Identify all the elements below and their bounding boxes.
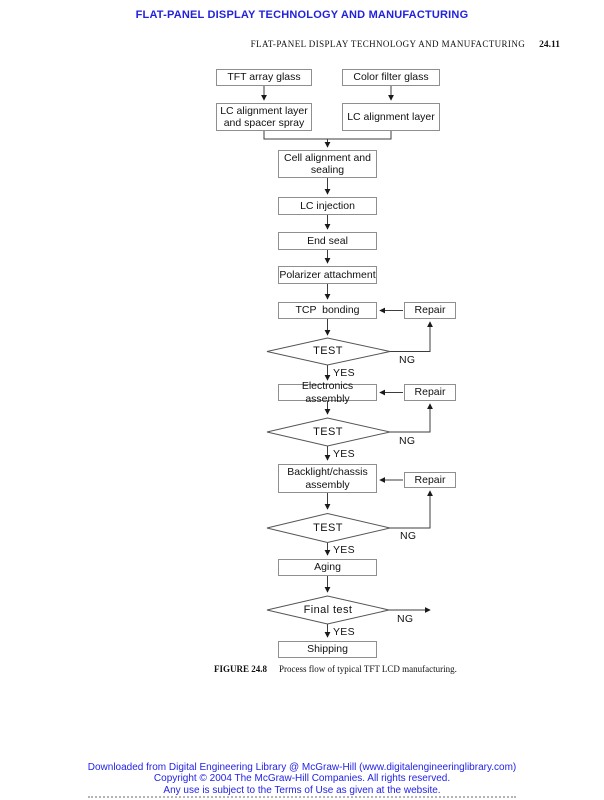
figure-caption-label: FIGURE 24.8 — [214, 664, 268, 674]
node-shipping: Shipping — [278, 641, 377, 658]
decision-diamond-test3 — [266, 512, 391, 544]
node-cell-alignment-sealing: Cell alignment and sealing — [278, 150, 377, 178]
figure-caption-text: Process flow of typical TFT LCD manufact… — [279, 664, 457, 674]
edge-label-yes-1: YES — [333, 367, 355, 379]
edge-label-yes-4: YES — [333, 626, 355, 638]
node-color-filter-glass: Color filter glass — [342, 69, 440, 86]
node-lc-alignment: LC alignment layer — [342, 103, 440, 131]
figure-caption: FIGURE 24.8 Process flow of typical TFT L… — [214, 664, 457, 674]
node-tft-array-glass: TFT array glass — [216, 69, 312, 86]
footer-notice: Downloaded from Digital Engineering Libr… — [0, 762, 604, 796]
node-repair-2: Repair — [404, 384, 456, 401]
node-polarizer-attachment: Polarizer attachment — [278, 266, 377, 284]
node-electronics-assembly: Electronics assembly — [278, 380, 377, 405]
node-end-seal: End seal — [278, 232, 377, 250]
running-head: FLAT-PANEL DISPLAY TECHNOLOGY AND MANUFA… — [0, 39, 560, 50]
node-lc-alignment-spacer: LC alignment layer and spacer spray — [216, 103, 312, 131]
decision-diamond-test1 — [266, 337, 391, 366]
node-repair-1: Repair — [404, 302, 456, 319]
footer-line-1: Downloaded from Digital Engineering Libr… — [87, 762, 517, 773]
decision-diamond-finaltest — [266, 595, 390, 625]
footer-line-3: Any use is subject to the Terms of Use a… — [163, 784, 441, 796]
edge-label-yes-3: YES — [333, 544, 355, 556]
decision-test3-label: TEST — [313, 522, 343, 534]
node-aging: Aging — [278, 559, 377, 576]
line-test2-ng-to-repair2 — [390, 403, 433, 433]
decision-test1-label: TEST — [313, 345, 343, 357]
edge-label-yes-2: YES — [333, 448, 355, 460]
edge-label-ng-2: NG — [399, 435, 416, 447]
scan-artifact-line — [88, 796, 516, 798]
page-number: 24.11 — [539, 40, 560, 50]
edge-label-ng-1: NG — [399, 354, 416, 366]
running-head-text: FLAT-PANEL DISPLAY TECHNOLOGY AND MANUFA… — [250, 39, 526, 49]
node-repair-3: Repair — [404, 472, 456, 488]
node-lc-injection: LC injection — [278, 197, 377, 215]
decision-finaltest-label: Final test — [303, 604, 353, 616]
node-tcp-bonding: TCP bonding — [278, 302, 377, 319]
decision-diamond-test2 — [266, 417, 391, 447]
node-backlight-chassis: Backlight/chassis assembly — [278, 464, 377, 493]
edge-label-ng-4: NG — [397, 613, 414, 625]
edge-label-ng-3: NG — [400, 530, 417, 542]
line-test3-ng-to-repair3 — [390, 490, 433, 529]
merge-line — [263, 131, 392, 140]
footer-line-2: Copyright © 2004 The McGraw-Hill Compani… — [153, 773, 451, 785]
line-test1-ng-to-repair1 — [390, 321, 433, 352]
decision-test2-label: TEST — [313, 426, 343, 438]
top-banner-title: FLAT-PANEL DISPLAY TECHNOLOGY AND MANUFA… — [135, 9, 469, 21]
